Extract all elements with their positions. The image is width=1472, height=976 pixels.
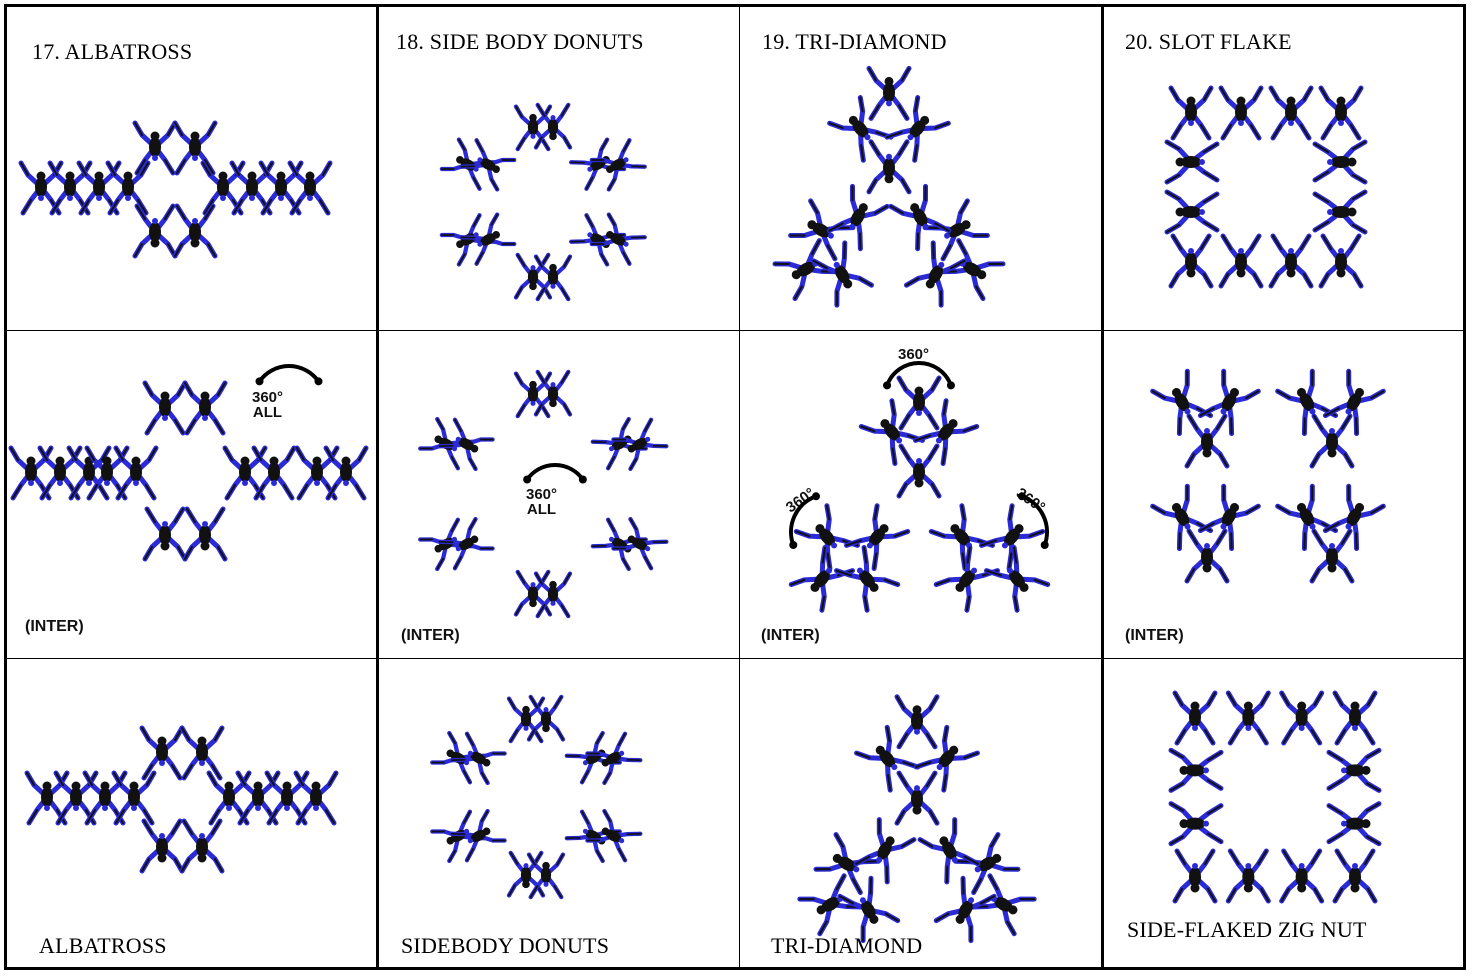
flake-diver	[1175, 851, 1215, 901]
flake-diver	[1315, 192, 1365, 232]
flake-diver	[1187, 416, 1227, 466]
flake-diver	[1282, 851, 1322, 901]
flake-diver	[1335, 851, 1375, 901]
tri-diamond-diver	[891, 186, 951, 249]
arrowhead-icon	[947, 381, 955, 389]
flake-diver	[1171, 236, 1211, 286]
flake-diver	[1321, 236, 1361, 286]
flake-diver	[1271, 236, 1311, 286]
donut-diver	[536, 105, 570, 147]
tri-diamond-diver	[791, 546, 854, 610]
donut-diver	[529, 697, 563, 740]
flake-diver	[1278, 486, 1338, 549]
albatross-diver	[114, 773, 154, 823]
flake-diver	[1329, 750, 1379, 790]
albatross-diver	[175, 206, 215, 256]
flake-diver	[1278, 371, 1338, 434]
tri-diamond-diver	[980, 506, 1043, 570]
flake-diver	[1199, 486, 1259, 549]
flake-diver	[1315, 142, 1365, 182]
flake-diver	[1324, 371, 1384, 434]
albatross-diver	[182, 728, 222, 778]
donut-diver	[529, 855, 563, 898]
tri-diamond-diver	[897, 773, 937, 823]
tri-diamond-diver	[835, 546, 898, 610]
formation-diagrams	[7, 7, 1463, 967]
albatross-diver	[290, 163, 330, 213]
rotation-arrow-icon	[527, 465, 583, 479]
arrowhead-icon	[314, 377, 322, 385]
tri-diamond-diver	[936, 546, 999, 610]
flake-diver	[1171, 804, 1221, 844]
donut-diver	[536, 372, 570, 415]
tri-diamond-diver	[830, 98, 893, 162]
arrowhead-icon	[523, 475, 531, 483]
arrowhead-icon	[579, 475, 587, 483]
flake-diver	[1187, 531, 1227, 581]
albatross-diver	[175, 123, 215, 173]
flake-diver	[1175, 693, 1215, 743]
albatross-diver	[296, 773, 336, 823]
albatross-diver	[182, 821, 222, 871]
tri-diamond-diver	[827, 186, 887, 249]
tri-diamond-diver	[796, 506, 859, 570]
tri-diamond-diver	[854, 820, 914, 883]
donut-diver	[536, 257, 570, 300]
flake-diver	[1228, 693, 1268, 743]
flake-diver	[1171, 750, 1221, 790]
flake-diver	[1221, 88, 1261, 138]
flake-diver	[1153, 371, 1213, 434]
albatross-diver	[135, 206, 175, 256]
arrowhead-icon	[1018, 492, 1026, 500]
albatross-diver	[326, 448, 366, 498]
flake-diver	[1312, 416, 1352, 466]
flake-diver	[1321, 88, 1361, 138]
arrowhead-icon	[812, 492, 820, 500]
tri-diamond-diver	[985, 546, 1048, 610]
albatross-diver	[108, 163, 148, 213]
flake-diver	[1153, 486, 1213, 549]
tri-diamond-diver	[897, 697, 937, 747]
flake-diver	[1324, 486, 1384, 549]
tri-diamond-diver	[899, 446, 939, 496]
tri-diamond-diver	[915, 727, 978, 791]
flake-diver	[1167, 142, 1217, 182]
tri-diamond-diver	[869, 68, 909, 118]
albatross-diver	[185, 509, 225, 559]
flake-diver	[1282, 693, 1322, 743]
albatross-diver	[145, 383, 185, 433]
albatross-diver	[116, 448, 156, 498]
flake-diver	[1199, 371, 1259, 434]
albatross-diver	[142, 728, 182, 778]
rotation-arrow-icon	[887, 363, 951, 385]
arrowhead-icon	[1041, 541, 1049, 549]
flake-diver	[1171, 88, 1211, 138]
flake-diver	[1329, 804, 1379, 844]
tri-diamond-diver	[845, 506, 908, 570]
arrowhead-icon	[883, 381, 891, 389]
formation-sheet: 17. ALBATROSS 18. SIDE BODY DONUTS 19. T…	[4, 4, 1466, 970]
flake-diver	[1271, 88, 1311, 138]
flake-diver	[1228, 851, 1268, 901]
tri-diamond-diver	[920, 820, 980, 883]
tri-diamond-diver	[931, 506, 994, 570]
arrowhead-icon	[256, 377, 264, 385]
flake-diver	[1335, 693, 1375, 743]
flake-diver	[1312, 531, 1352, 581]
tri-diamond-diver	[857, 727, 920, 791]
albatross-diver	[142, 821, 182, 871]
tri-diamond-diver	[886, 98, 949, 162]
flake-diver	[1167, 192, 1217, 232]
albatross-diver	[145, 509, 185, 559]
albatross-diver	[185, 383, 225, 433]
albatross-diver	[135, 123, 175, 173]
rotation-arrow-icon	[260, 366, 319, 381]
flake-diver	[1221, 236, 1261, 286]
tri-diamond-diver	[899, 378, 939, 428]
donut-diver	[536, 574, 570, 617]
arrowhead-icon	[789, 541, 797, 549]
albatross-diver	[254, 448, 294, 498]
tri-diamond-diver	[869, 142, 909, 192]
